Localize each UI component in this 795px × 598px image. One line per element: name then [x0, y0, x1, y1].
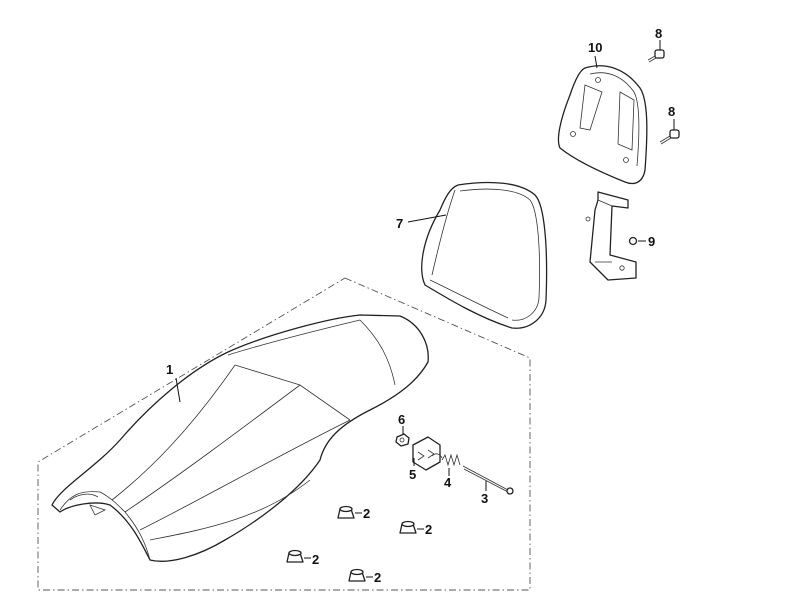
- backrest-bracket: [585, 191, 637, 281]
- callout-2c: 2: [312, 552, 319, 567]
- callout-2a: 2: [363, 506, 370, 521]
- part-7-backrest-pad: [421, 181, 548, 329]
- part-5-latch: [412, 436, 441, 471]
- part-10-backrest-plate: [557, 65, 648, 185]
- part-2-bumper-d: [348, 568, 366, 582]
- callout-2b: 2: [425, 522, 432, 537]
- leader-1: [175, 377, 181, 403]
- callout-8-lower: 8: [668, 104, 675, 119]
- part-6-nut: [395, 433, 410, 447]
- part-8-bolt-lower: [659, 129, 680, 145]
- callout-4: 4: [444, 475, 452, 490]
- callout-5: 5: [409, 467, 416, 482]
- part-1-seat: [51, 314, 429, 562]
- part-2-bumper-a: [337, 505, 355, 519]
- part-4-spring: [431, 453, 461, 467]
- part-3-cable: [462, 465, 514, 495]
- callout-3: 3: [481, 491, 488, 506]
- leader-10: [594, 55, 598, 69]
- callout-7: 7: [396, 216, 403, 231]
- callout-10: 10: [588, 40, 602, 55]
- leader-7: [407, 214, 447, 223]
- part-9-nut: [628, 236, 638, 246]
- callout-6: 6: [398, 412, 405, 427]
- callout-2d: 2: [374, 570, 381, 585]
- part-2-bumper-c: [286, 549, 304, 563]
- callout-9: 9: [648, 234, 655, 249]
- callout-1: 1: [166, 362, 173, 377]
- part-8-bolt-upper: [647, 49, 665, 63]
- part-2-bumper-b: [399, 520, 417, 534]
- callout-8-upper: 8: [655, 26, 662, 41]
